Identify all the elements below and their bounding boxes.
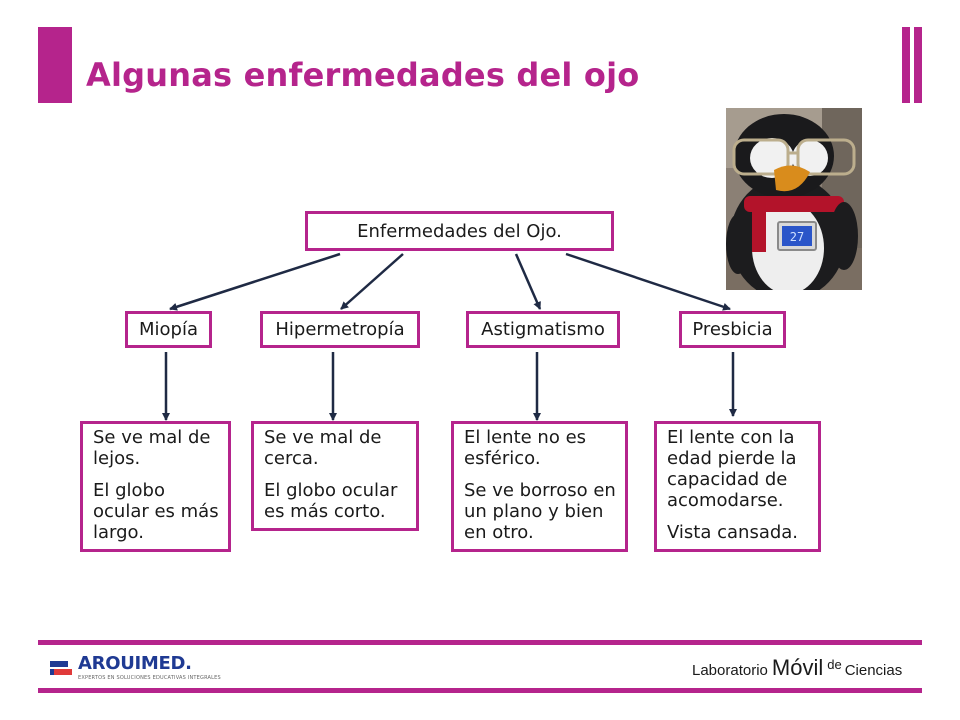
details-presbicia-line-1: El lente con la edad pierde la capacidad… [667, 427, 797, 511]
corner-accent-bar-2 [914, 27, 922, 103]
footer-top-rule [38, 640, 922, 645]
node-astigmatismo-label: Astigmatismo [481, 319, 605, 340]
arrow-root-astigmatismo [514, 253, 542, 310]
node-hipermetropia-label: Hipermetropía [275, 319, 405, 340]
arrow-root-miopia [169, 252, 341, 311]
ciencias-word: Ciencias [844, 662, 903, 679]
movil-word: Móvil [771, 655, 824, 680]
de-word: de [827, 657, 842, 672]
node-hipermetropia: Hipermetropía [260, 311, 420, 348]
arrow-root-presbicia [565, 252, 731, 311]
node-miopia: Miopía [125, 311, 212, 348]
penguin-photo: 27 [726, 108, 862, 290]
details-hipermetropia-line-1: Se ve mal de cerca. [264, 427, 382, 469]
title-accent-bar [38, 27, 72, 103]
details-presbicia-line-2: Vista cansada. [667, 522, 799, 543]
arquimed-logo-tagline: EXPERTOS EN SOLUCIONES EDUCATIVAS INTEGR… [78, 675, 221, 681]
root-node-label: Enfermedades del Ojo. [357, 220, 562, 242]
node-miopia-label: Miopía [138, 319, 198, 340]
details-hipermetropia-line-2: El globo ocular es más corto. [264, 480, 398, 522]
laboratorio-movil-logo: Laboratorio Móvil de Ciencias [692, 655, 902, 681]
details-miopia-line-1: Se ve mal de lejos. [93, 427, 211, 469]
node-astigmatismo: Astigmatismo [466, 311, 620, 348]
arquimed-logo: AROUIMED. EXPERTOS EN SOLUCIONES EDUCATI… [48, 654, 221, 684]
details-hipermetropia: Se ve mal de cerca. El globo ocular es m… [251, 421, 419, 531]
slide-title: Algunas enfermedades del ojo [86, 56, 640, 94]
details-astigmatismo-line-1: El lente no es esférico. [464, 427, 587, 469]
footer-bottom-rule [38, 688, 922, 693]
penguin-display-reading: 27 [790, 230, 804, 244]
node-presbicia: Presbicia [679, 311, 786, 348]
arquimed-logo-icon [50, 661, 72, 675]
details-miopia: Se ve mal de lejos. El globo ocular es m… [80, 421, 231, 552]
arrow-root-hipermetropia [340, 253, 404, 310]
details-presbicia: El lente con la edad pierde la capacidad… [654, 421, 821, 552]
node-presbicia-label: Presbicia [692, 319, 773, 340]
corner-accent-bar-1 [902, 27, 910, 103]
arquimed-logo-name: AROUIMED. [78, 653, 192, 674]
details-astigmatismo-line-2: Se ve borroso en un plano y bien en otro… [464, 480, 616, 543]
root-node: Enfermedades del Ojo. [305, 211, 614, 251]
details-astigmatismo: El lente no es esférico. Se ve borroso e… [451, 421, 628, 552]
laboratorio-word: Laboratorio [692, 662, 768, 679]
details-miopia-line-2: El globo ocular es más largo. [93, 480, 219, 543]
